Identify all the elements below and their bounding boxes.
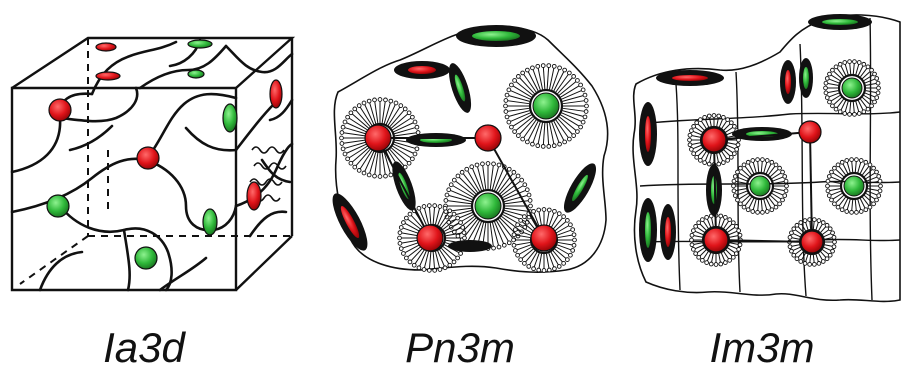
im3m-micelle <box>824 60 881 117</box>
im3m-micelle <box>826 158 883 215</box>
pn3m-micelle <box>504 64 589 149</box>
im3m-channels <box>639 14 872 262</box>
gyroid-nodes <box>47 99 159 269</box>
im3m-envelope <box>633 15 900 302</box>
label-pn3m: Pn3m <box>350 322 570 374</box>
label-ia3d: Ia3d <box>34 322 254 374</box>
im3m-primitive-structure <box>633 14 900 301</box>
label-im3m: Im3m <box>652 322 872 374</box>
im3m-micelle <box>732 158 789 215</box>
ia3d-gyroid-cube <box>12 38 292 290</box>
pn3m-diamond-structure <box>326 25 607 272</box>
pn3m-micelle <box>444 162 533 251</box>
